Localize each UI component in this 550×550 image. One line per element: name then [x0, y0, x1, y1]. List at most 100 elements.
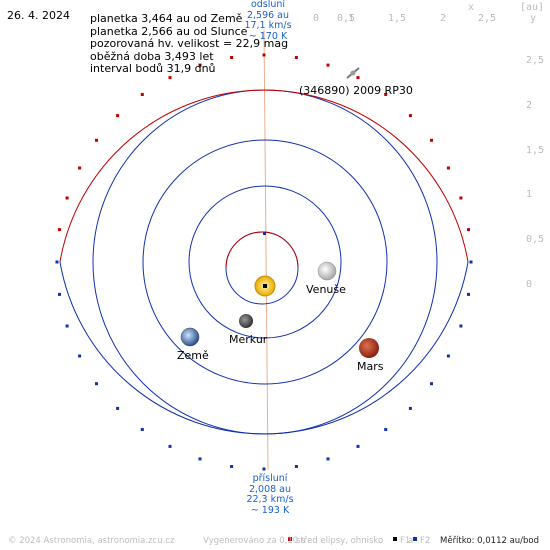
asteroid-orbit-point — [467, 228, 470, 232]
scale-y-axis-name: y — [530, 13, 537, 24]
asteroid-orbit-point — [262, 53, 266, 57]
asteroid-label: (346890) 2009 RP30 — [299, 84, 413, 97]
asteroid-orbit-point — [294, 465, 298, 468]
info-magnitude: pozorovaná hv. velikost = 22,9 mag — [90, 37, 289, 50]
asteroid-orbit-lower — [59, 261, 469, 435]
asteroid-orbit-point — [116, 406, 120, 410]
asteroid-orbit-point — [116, 114, 120, 118]
asteroid-orbit-point — [168, 76, 172, 80]
scale-y-tick-5: 0 — [526, 279, 533, 290]
info-interval: interval bodů 31,9 dnů — [90, 62, 216, 75]
earth-label: Země — [177, 349, 209, 362]
asteroid-orbit-point — [95, 138, 98, 142]
perihelion-temp: ~ 193 K — [250, 504, 290, 516]
scale-unit-label: [au] — [520, 2, 545, 13]
mars-icon — [359, 338, 379, 358]
perihelion-distance: 2,008 au — [248, 483, 292, 495]
aphelion-speed: 17,1 km/s — [244, 20, 292, 31]
scale-y-tick-3: 1 — [526, 189, 533, 200]
asteroid-orbit-point — [459, 324, 463, 328]
mars-label: Mars — [357, 360, 384, 373]
info-panel: planetka 3,464 au od Země planetka 2,566… — [90, 12, 289, 76]
legend-f1-label: F1 — [400, 536, 411, 546]
asteroid-orbit-point — [95, 382, 98, 386]
venus-label: Venuše — [306, 283, 346, 296]
asteroid-orbit-point — [294, 56, 298, 59]
asteroid-orbit-point — [140, 93, 144, 96]
mercury-icon — [239, 314, 253, 328]
perihelion-name: přísluní — [252, 473, 288, 484]
asteroid-orbit-point — [230, 56, 234, 59]
asteroid-orbit-point — [469, 260, 473, 264]
scale-x-tick-2: 1 — [348, 13, 355, 24]
info-distance-earth: planetka 3,464 au od Země — [90, 12, 243, 25]
asteroid-orbit-point — [65, 324, 69, 328]
scale-y-tick-2: 1,5 — [526, 145, 545, 156]
asteroid-orbit-point — [58, 228, 61, 232]
aphelion-temp: ~ 170 K — [248, 30, 288, 42]
venus-orbit — [188, 185, 342, 339]
scale-x-tick-5: 2,5 — [478, 13, 497, 24]
legend-f2-label: F2 — [420, 536, 431, 546]
scale-x-axis-name: x — [468, 2, 475, 13]
asteroid-orbit-point — [55, 260, 59, 264]
perihelion-label: přísluní 2,008 au 22,3 km/s ~ 193 K — [242, 473, 298, 516]
info-period: oběžná doba 3,493 let — [90, 49, 214, 63]
asteroid-orbit-point — [58, 292, 61, 296]
generated-label: Vygenerováno za 0,10 s — [203, 536, 306, 546]
asteroid-orbit-point — [356, 76, 360, 80]
legend-center-label: střed elipsy, ohnisko — [296, 536, 384, 546]
sun-icon — [254, 275, 276, 297]
asteroid-orbit-point — [65, 196, 69, 200]
asteroid-orbit-point — [78, 354, 82, 358]
earth-orbit — [142, 139, 388, 385]
asteroid-orbit-points — [55, 53, 473, 471]
asteroid-orbit-point — [198, 63, 202, 67]
venus-icon — [317, 261, 337, 281]
copyright-label: © 2024 Astronomia, astronomia.zcu.cz — [8, 536, 175, 546]
legend-f2-swatch — [413, 537, 417, 541]
mercury-label: Merkur — [229, 333, 268, 346]
scale-info-label: Měřítko: 0,0112 au/bod — [440, 536, 540, 546]
perihelion-speed: 22,3 km/s — [246, 494, 294, 505]
asteroid-orbit-point — [408, 114, 412, 118]
legend-center-swatch — [288, 537, 292, 541]
asteroid-orbit-point — [408, 406, 412, 410]
info-distance-sun: planetka 2,566 au od Slunce — [90, 24, 248, 38]
asteroid-orbit-point — [262, 467, 266, 471]
asteroid-orbit-point — [430, 382, 433, 386]
asteroid-orbit-point — [326, 63, 330, 67]
asteroid-icon — [346, 67, 360, 79]
legend-a-label: a — [408, 536, 414, 546]
scale-x-tick-4: 2 — [440, 13, 447, 24]
scale-y-tick-1: 2 — [526, 100, 533, 111]
asteroid-orbit-point — [230, 465, 234, 468]
asteroid-orbit-point — [356, 444, 360, 448]
ellipse-center-marker — [263, 232, 266, 235]
asteroid-orbit-point — [140, 428, 144, 431]
asteroid-orbit-point — [168, 444, 172, 448]
scale-x-tick-1: 0,5 — [337, 13, 356, 24]
date-label: 26. 4. 2024 — [7, 9, 70, 22]
scale-x-tick-0: 0 — [313, 13, 320, 24]
aphelion-distance: 2,596 au — [246, 9, 290, 21]
legend-f1-swatch — [393, 537, 397, 541]
asteroid-orbit-point — [446, 166, 450, 170]
asteroid-orbit-point — [78, 166, 82, 170]
asteroid-orbit-point — [446, 354, 450, 358]
asteroid-orbit-upper — [59, 89, 469, 263]
asteroid-orbit-point — [326, 457, 330, 461]
asteroid-orbit-point — [384, 93, 388, 96]
scale-y-tick-0: 2,5 — [526, 55, 545, 66]
asteroid-orbit-point — [430, 138, 433, 142]
asteroid-orbit-point — [459, 196, 463, 200]
scale-y-tick-4: 0,5 — [526, 234, 545, 245]
aphelion-name: odsluní — [250, 0, 286, 10]
earth-icon — [180, 327, 200, 347]
mercury-orbit-upper — [225, 231, 299, 269]
asteroid-orbit-point — [384, 428, 388, 431]
asteroid-orbit-point — [198, 457, 202, 461]
aphelion-label: odsluní 2,596 au 17,1 km/s ~ 170 K — [240, 0, 296, 42]
